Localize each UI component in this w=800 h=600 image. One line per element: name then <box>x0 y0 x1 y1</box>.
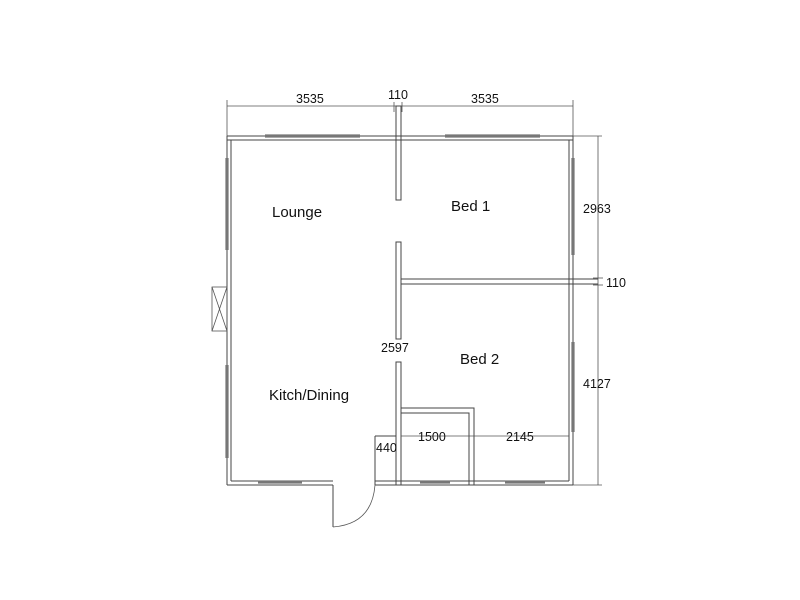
entry-door <box>332 484 376 528</box>
dim-porch-width: 440 <box>376 441 397 455</box>
dim-hall-width: 1500 <box>418 430 446 444</box>
dim-bed2-width: 2145 <box>506 430 534 444</box>
interior-walls <box>374 105 598 486</box>
dim-top-mid: 110 <box>388 88 408 102</box>
dimension-lines <box>226 100 603 486</box>
room-label-kitchen-dining: Kitch/Dining <box>269 387 349 404</box>
dim-bed2-depth: 4127 <box>583 377 611 391</box>
dim-partition: 110 <box>606 276 626 290</box>
dim-top-right: 3535 <box>471 92 499 106</box>
dim-top-left: 3535 <box>296 92 324 106</box>
room-label-bed2: Bed 2 <box>460 351 499 368</box>
room-label-bed1: Bed 1 <box>451 198 490 215</box>
dim-bed1-depth: 2963 <box>583 202 611 216</box>
windows <box>225 134 575 484</box>
vent-symbol <box>211 286 228 332</box>
dim-hall-length: 2597 <box>381 341 409 355</box>
room-label-lounge: Lounge <box>272 204 322 221</box>
